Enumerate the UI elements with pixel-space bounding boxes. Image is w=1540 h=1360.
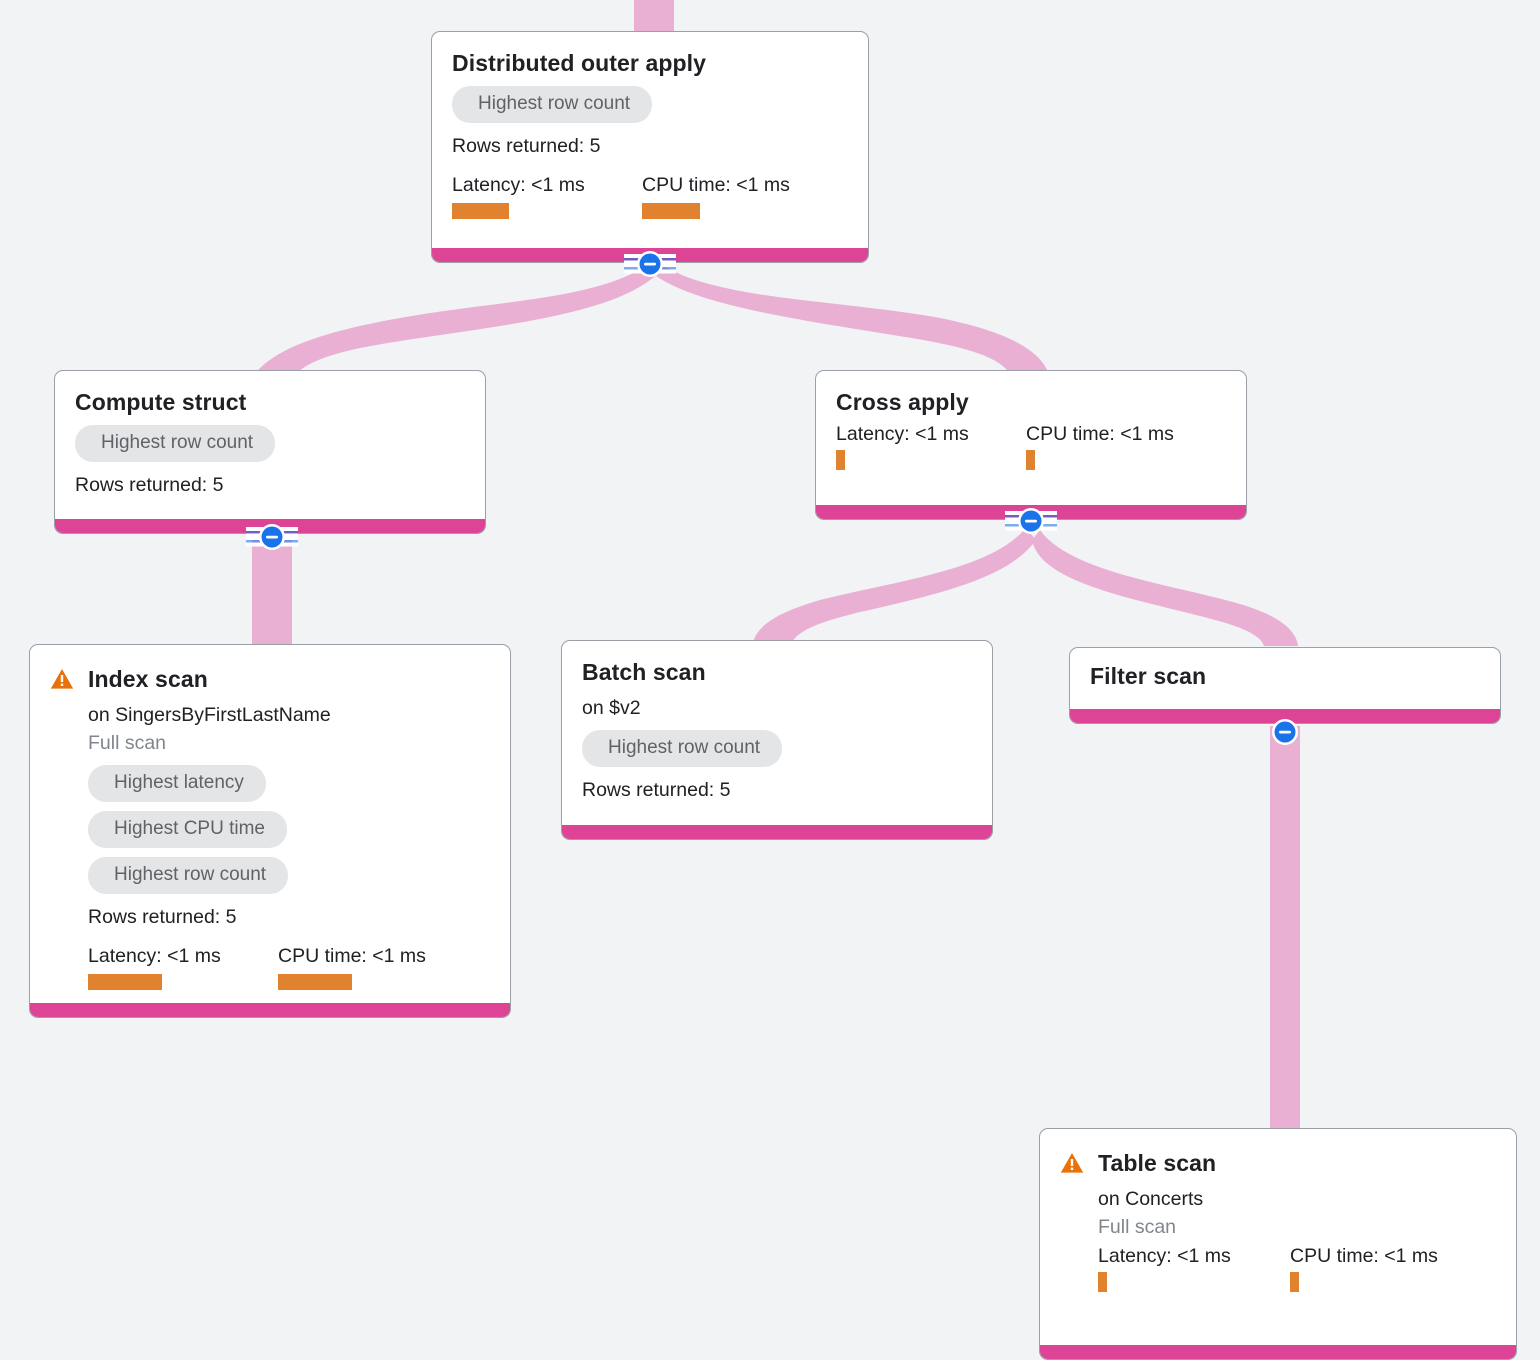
node-subtitle: on SingersByFirstLastName — [88, 704, 331, 726]
cpu-bar — [1290, 1272, 1299, 1292]
badge-highest-row-count: Highest row count — [75, 425, 276, 462]
cpu-label: CPU time: <1 ms — [1026, 423, 1174, 445]
node-detail-block: on SingersByFirstLastName Full scan High… — [88, 702, 490, 990]
edge-cross-to-batch — [752, 528, 1036, 646]
latency-metric: Latency: <1 ms — [1098, 1244, 1290, 1292]
latency-bar — [88, 974, 162, 990]
cpu-bar — [278, 974, 352, 990]
edge-outer-to-compute — [252, 262, 660, 378]
collapse-toggle-cross-apply[interactable] — [1005, 506, 1057, 536]
latency-label: Latency: <1 ms — [836, 423, 969, 445]
rows-returned-text: Rows returned: 5 — [88, 906, 237, 928]
node-title: Distributed outer apply — [452, 50, 707, 76]
collapse-toggle-compute-struct[interactable] — [246, 522, 298, 552]
collapse-toggle-filter-scan[interactable] — [1259, 717, 1311, 747]
cpu-label: CPU time: <1 ms — [642, 174, 790, 196]
node-title: Filter scan — [1090, 663, 1207, 689]
latency-metric: Latency: <1 ms — [452, 173, 642, 219]
latency-metric: Latency: <1 ms — [836, 422, 1026, 470]
node-title-row: Distributed outer apply — [452, 49, 848, 77]
node-accent-bar — [1070, 709, 1500, 723]
rows-returned-text: Rows returned: 5 — [75, 474, 224, 496]
node-title-row: Filter scan — [1090, 662, 1480, 690]
node-table-scan[interactable]: Table scan on Concerts Full scan Latency… — [1039, 1128, 1517, 1360]
node-title-row: Batch scan — [582, 658, 972, 686]
edge-outer-to-cross — [656, 266, 1050, 378]
node-scan-type: Full scan — [1098, 1216, 1177, 1238]
warning-triangle-icon — [1060, 1153, 1084, 1173]
node-title-row: Compute struct — [75, 388, 465, 416]
cpu-metric: CPU time: <1 ms — [642, 173, 790, 219]
metrics-row: Latency: <1 ms CPU time: <1 ms — [836, 422, 1226, 470]
latency-label: Latency: <1 ms — [88, 945, 221, 967]
node-subtitle: on Concerts — [1098, 1188, 1204, 1210]
node-title: Table scan — [1098, 1150, 1217, 1176]
edge-root-in — [634, 0, 674, 34]
node-filter-scan[interactable]: Filter scan — [1069, 647, 1501, 724]
badge-highest-row-count: Highest row count — [88, 857, 289, 894]
edge-cross-to-filter — [1032, 530, 1298, 646]
node-accent-bar — [562, 825, 992, 839]
node-batch-scan[interactable]: Batch scan on $v2 Highest row count Rows… — [561, 640, 993, 840]
metrics-row: Latency: <1 ms CPU time: <1 ms — [452, 173, 848, 219]
badge-list: Highest latency Highest CPU time Highest… — [88, 756, 490, 894]
rows-returned-text: Rows returned: 5 — [582, 779, 731, 801]
badge-highest-cpu-time: Highest CPU time — [88, 811, 287, 848]
edge-filter-to-table — [1270, 726, 1300, 1132]
badge-highest-latency: Highest latency — [88, 765, 266, 802]
node-compute-struct[interactable]: Compute struct Highest row count Rows re… — [54, 370, 486, 534]
metrics-row: Latency: <1 ms CPU time: <1 ms — [1098, 1244, 1496, 1292]
cpu-metric: CPU time: <1 ms — [278, 944, 426, 990]
warning-triangle-icon — [50, 669, 74, 689]
node-title: Index scan — [88, 666, 208, 692]
node-accent-bar — [1040, 1345, 1516, 1359]
node-accent-bar — [30, 1003, 510, 1017]
node-cross-apply[interactable]: Cross apply Latency: <1 ms CPU time: <1 … — [815, 370, 1247, 520]
badge-highest-row-count: Highest row count — [582, 730, 783, 767]
latency-bar — [452, 203, 509, 219]
latency-metric: Latency: <1 ms — [88, 944, 278, 990]
cpu-bar — [1026, 450, 1035, 470]
cpu-metric: CPU time: <1 ms — [1290, 1244, 1438, 1292]
latency-bar — [1098, 1272, 1107, 1292]
node-title-row: Table scan — [1060, 1149, 1496, 1177]
latency-bar — [836, 450, 845, 470]
metrics-row: Latency: <1 ms CPU time: <1 ms — [88, 944, 490, 990]
node-index-scan[interactable]: Index scan on SingersByFirstLastName Ful… — [29, 644, 511, 1018]
node-title: Compute struct — [75, 389, 247, 415]
rows-returned-text: Rows returned: 5 — [452, 135, 601, 157]
node-title: Batch scan — [582, 659, 706, 685]
node-scan-type: Full scan — [88, 732, 167, 754]
cpu-metric: CPU time: <1 ms — [1026, 422, 1174, 470]
node-title: Cross apply — [836, 389, 969, 415]
latency-label: Latency: <1 ms — [452, 174, 585, 196]
node-title-row: Index scan — [50, 665, 490, 693]
latency-label: Latency: <1 ms — [1098, 1245, 1231, 1267]
collapse-toggle-distributed-outer-apply[interactable] — [624, 249, 676, 279]
badge-highest-row-count: Highest row count — [452, 86, 653, 123]
node-distributed-outer-apply[interactable]: Distributed outer apply Highest row coun… — [431, 31, 869, 263]
cpu-label: CPU time: <1 ms — [1290, 1245, 1438, 1267]
node-detail-block: on Concerts Full scan Latency: <1 ms CPU… — [1098, 1186, 1496, 1292]
cpu-bar — [642, 203, 700, 219]
cpu-label: CPU time: <1 ms — [278, 945, 426, 967]
node-title-row: Cross apply — [836, 388, 1226, 416]
node-subtitle: on $v2 — [582, 697, 641, 719]
